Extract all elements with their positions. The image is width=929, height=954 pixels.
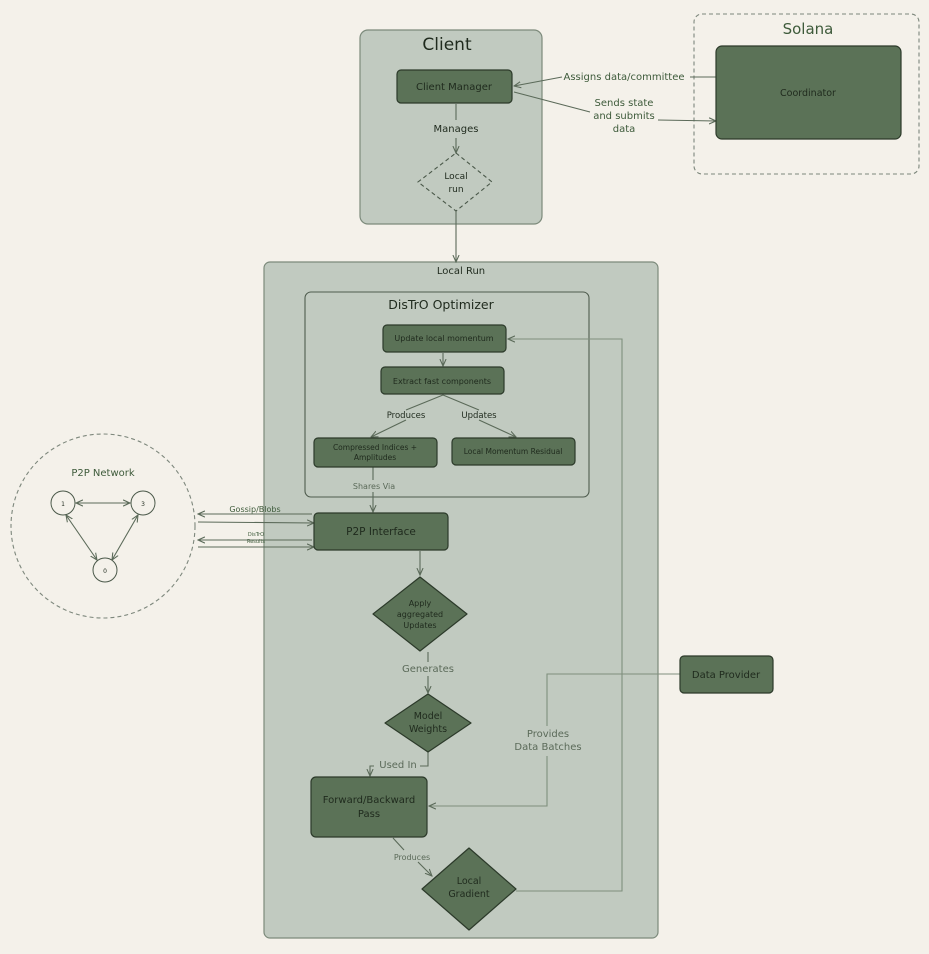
model-weights-diamond[interactable]	[384, 693, 472, 753]
data-provider-label: Data Provider	[692, 670, 761, 681]
local-gradient-label-2: Gradient	[448, 889, 490, 900]
p2p-edge-bc	[112, 515, 138, 560]
distro-optimizer-title: DisTrO Optimizer	[388, 297, 494, 312]
edge-label-distro-2: Results	[247, 539, 265, 545]
model-weights-label-1: Model	[414, 711, 443, 722]
client-title: Client	[422, 35, 472, 55]
edge-produces-gradient	[392, 837, 432, 876]
local-run-title: Local Run	[437, 266, 485, 277]
compressed-indices-label-2: Amplitudes	[354, 453, 396, 462]
update-momentum-label: Update local momentum	[394, 334, 493, 343]
p2p-network-container	[10, 433, 196, 619]
client-manager-node[interactable]	[396, 69, 513, 104]
edge-used-in	[370, 752, 429, 776]
edge-label-sends-1: Sends state	[595, 98, 654, 109]
apply-updates-label-2: aggregated	[397, 610, 443, 619]
coordinator-label: Coordinator	[780, 88, 836, 99]
local-run-diamond-label-1: Local	[444, 172, 467, 182]
coordinator-node[interactable]	[715, 45, 902, 140]
apply-updates-label-3: Updates	[403, 621, 436, 630]
local-run-diamond[interactable]	[417, 152, 493, 212]
data-provider-node[interactable]	[679, 655, 774, 694]
edge-label-used-in: Used In	[379, 760, 417, 771]
local-gradient-diamond[interactable]	[421, 847, 517, 931]
extract-fast-node[interactable]	[380, 366, 505, 395]
edge-label-updates: Updates	[461, 411, 497, 421]
forward-backward-label-1: Forward/Backward	[323, 795, 415, 806]
solana-title: Solana	[783, 20, 834, 38]
edge-sends-state	[513, 91, 716, 121]
edge-label-assigns: Assigns data/committee	[563, 72, 684, 83]
local-run-diamond-label-2: run	[448, 185, 463, 195]
edge-label-provides-2: Data Batches	[514, 742, 581, 753]
p2p-node-a[interactable]	[50, 490, 76, 516]
edge-label-produces: Produces	[387, 411, 426, 421]
edge-produces-compressed	[371, 394, 444, 437]
apply-updates-diamond[interactable]	[372, 576, 468, 652]
edge-provides-data	[429, 673, 680, 806]
edge-label-sends-3: data	[613, 124, 636, 135]
client-manager-label: Client Manager	[416, 82, 493, 93]
model-weights-label-2: Weights	[409, 724, 447, 735]
edge-gradient-feedback	[508, 339, 623, 892]
p2p-node-a-label: 1	[61, 501, 65, 508]
local-gradient-label-1: Local	[457, 876, 482, 887]
compressed-indices-node[interactable]	[313, 437, 438, 468]
local-residual-label: Local Momentum Residual	[464, 447, 563, 456]
p2p-node-b[interactable]	[130, 490, 156, 516]
local-residual-node[interactable]	[451, 437, 576, 466]
p2p-edge-ac	[66, 515, 97, 560]
edge-assigns-data	[514, 76, 716, 86]
p2p-node-c-label: 0	[103, 568, 107, 575]
edge-label-sends-2: and submits	[593, 111, 655, 122]
edge-label-generates: Generates	[402, 664, 454, 675]
edge-updates-residual	[442, 394, 516, 437]
p2p-node-c[interactable]	[92, 557, 118, 583]
edge-label-gossip: Gossip/Blobs	[229, 505, 280, 514]
update-momentum-node[interactable]	[382, 324, 507, 353]
p2p-interface-node[interactable]	[313, 512, 449, 551]
edge-label-produces-2: Produces	[394, 853, 430, 862]
edge-label-manages: Manages	[434, 124, 479, 135]
p2p-network-title: P2P Network	[71, 468, 135, 479]
p2p-interface-label: P2P Interface	[346, 526, 416, 538]
apply-updates-label-1: Apply	[409, 599, 432, 608]
forward-backward-node[interactable]	[310, 776, 428, 838]
forward-backward-label-2: Pass	[358, 809, 380, 820]
p2p-node-b-label: 3	[141, 501, 145, 508]
edge-label-provides-1: Provides	[527, 729, 569, 740]
edge-gossip-in	[197, 522, 314, 523]
extract-fast-label: Extract fast components	[393, 377, 491, 386]
compressed-indices-label-1: Compressed Indices +	[333, 443, 417, 452]
edge-label-distro-1: DisTrO	[248, 532, 264, 538]
distro-optimizer-container	[304, 291, 590, 498]
edge-label-shares-via: Shares Via	[353, 482, 395, 491]
